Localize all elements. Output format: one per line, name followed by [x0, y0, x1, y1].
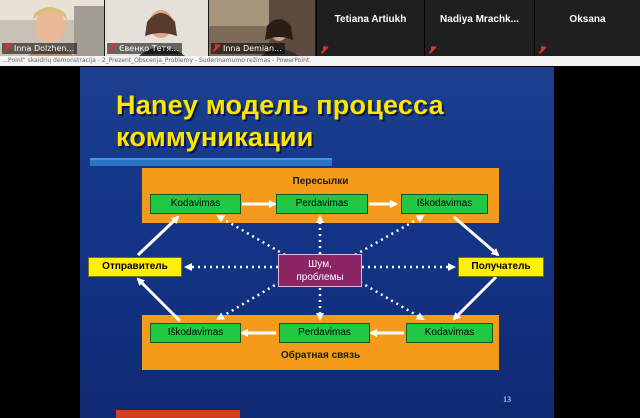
participant-name: Inna Demian... — [211, 43, 285, 54]
participant-video-tile[interactable]: Inna Demian... — [209, 0, 315, 56]
bottom-transmission-box: Perdavimas — [279, 323, 370, 343]
muted-mic-icon — [429, 46, 436, 54]
slide-title-line-2: коммуникации — [116, 122, 314, 152]
slide-title: Haney модель процесса коммуникации — [116, 89, 444, 153]
participant-name: Inna Dolzhen... — [2, 43, 78, 54]
noise-box: Шум, проблемы — [278, 254, 362, 287]
feedback-label: Обратная связь — [280, 350, 361, 361]
title-underline-bar — [90, 158, 332, 166]
title-underline-highlight — [90, 158, 332, 160]
muted-mic-icon — [321, 46, 328, 54]
participant-strip: Inna Dolzhen... Євенко Тетя... Inna Demi… — [0, 0, 640, 56]
muted-mic-icon — [4, 44, 11, 52]
participant-tile[interactable]: Tetiana Artiukh — [316, 0, 424, 56]
muted-mic-icon — [539, 46, 546, 54]
participant-video-tile[interactable]: Євенко Тетя... — [105, 0, 208, 56]
participant-name-large: Nadiya Mrachk... — [440, 14, 519, 25]
receiver-box: Получатель — [458, 257, 544, 277]
top-decoding-box: Iškodavimas — [401, 194, 488, 214]
participant-tile[interactable]: Nadiya Mrachk... — [424, 0, 534, 56]
muted-mic-icon — [213, 44, 220, 52]
top-encoding-box: Kodavimas — [150, 194, 241, 214]
participant-tile[interactable]: Oksana — [534, 0, 640, 56]
noise-line-2: проблемы — [296, 272, 344, 283]
slide-page-number: 13 — [503, 395, 511, 404]
shared-slide: Haney модель процесса коммуникации Перес… — [80, 67, 554, 418]
top-transmission-box: Perdavimas — [276, 194, 368, 214]
transmission-label: Пересылки — [292, 176, 349, 187]
bottom-encoding-box: Kodavimas — [406, 323, 493, 343]
noise-line-1: Шум, — [308, 259, 332, 270]
presentation-title-bar: …Point" skaidrių demonstracija - 2_Preze… — [0, 56, 640, 66]
bottom-accent-bar — [116, 410, 240, 418]
sender-box: Отправитель — [88, 257, 182, 277]
diagram-arrows — [136, 200, 500, 337]
slide-title-line-1: Haney модель процесса — [116, 90, 444, 120]
participant-video-tile[interactable]: Inna Dolzhen... — [0, 0, 104, 56]
participant-name: Євенко Тетя... — [107, 43, 182, 54]
participant-name-large: Tetiana Artiukh — [334, 14, 407, 25]
muted-mic-icon — [109, 44, 116, 52]
bottom-decoding-box: Iškodavimas — [150, 323, 241, 343]
participant-name-large: Oksana — [569, 14, 606, 25]
